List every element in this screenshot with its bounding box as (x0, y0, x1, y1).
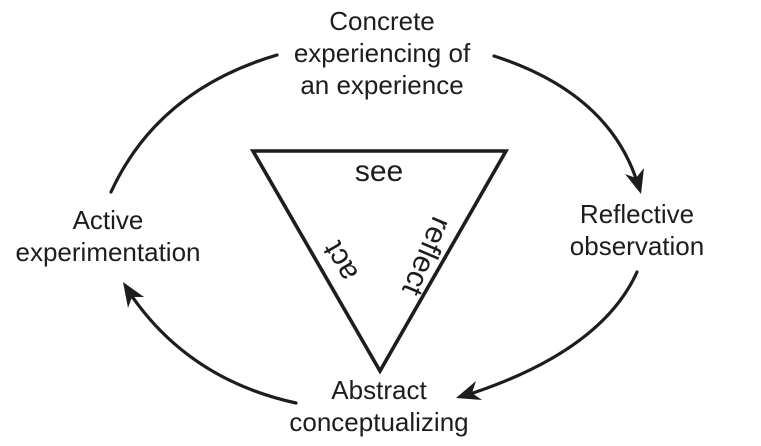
node-label-line: experimentation (15, 237, 201, 267)
node-label-line: an experience (300, 70, 464, 100)
arrowhead-to-reflective-icon (625, 168, 644, 194)
arc-active-to-concrete (109, 53, 279, 194)
node-label-abstract-conceptualizing: Abstract conceptualizing (289, 374, 468, 438)
arc-reflective-to-abstract (462, 270, 639, 398)
arrowhead-to-active-icon (123, 282, 144, 308)
arc-abstract-to-active (125, 287, 298, 405)
node-label-line: Abstract (331, 375, 427, 405)
triangle-shape (249, 149, 510, 375)
node-label-concrete-experiencing: Concrete experiencing of an experience (294, 5, 470, 101)
node-label-line: Reflective (579, 199, 695, 229)
node-label-line: conceptualizing (289, 407, 469, 437)
arc-concrete-to-reflective (492, 54, 641, 190)
node-label-reflective-observation: Reflective observation (570, 198, 704, 262)
node-label-line: observation (569, 231, 705, 261)
arrowhead-to-abstract-icon (456, 381, 482, 400)
node-label-line: experiencing of (293, 38, 471, 68)
triangle-word-see: see (354, 155, 404, 188)
node-label-active-experimentation: Active experimentation (16, 204, 201, 268)
node-label-line: Active (72, 205, 144, 235)
node-label-line: Concrete (329, 6, 435, 36)
